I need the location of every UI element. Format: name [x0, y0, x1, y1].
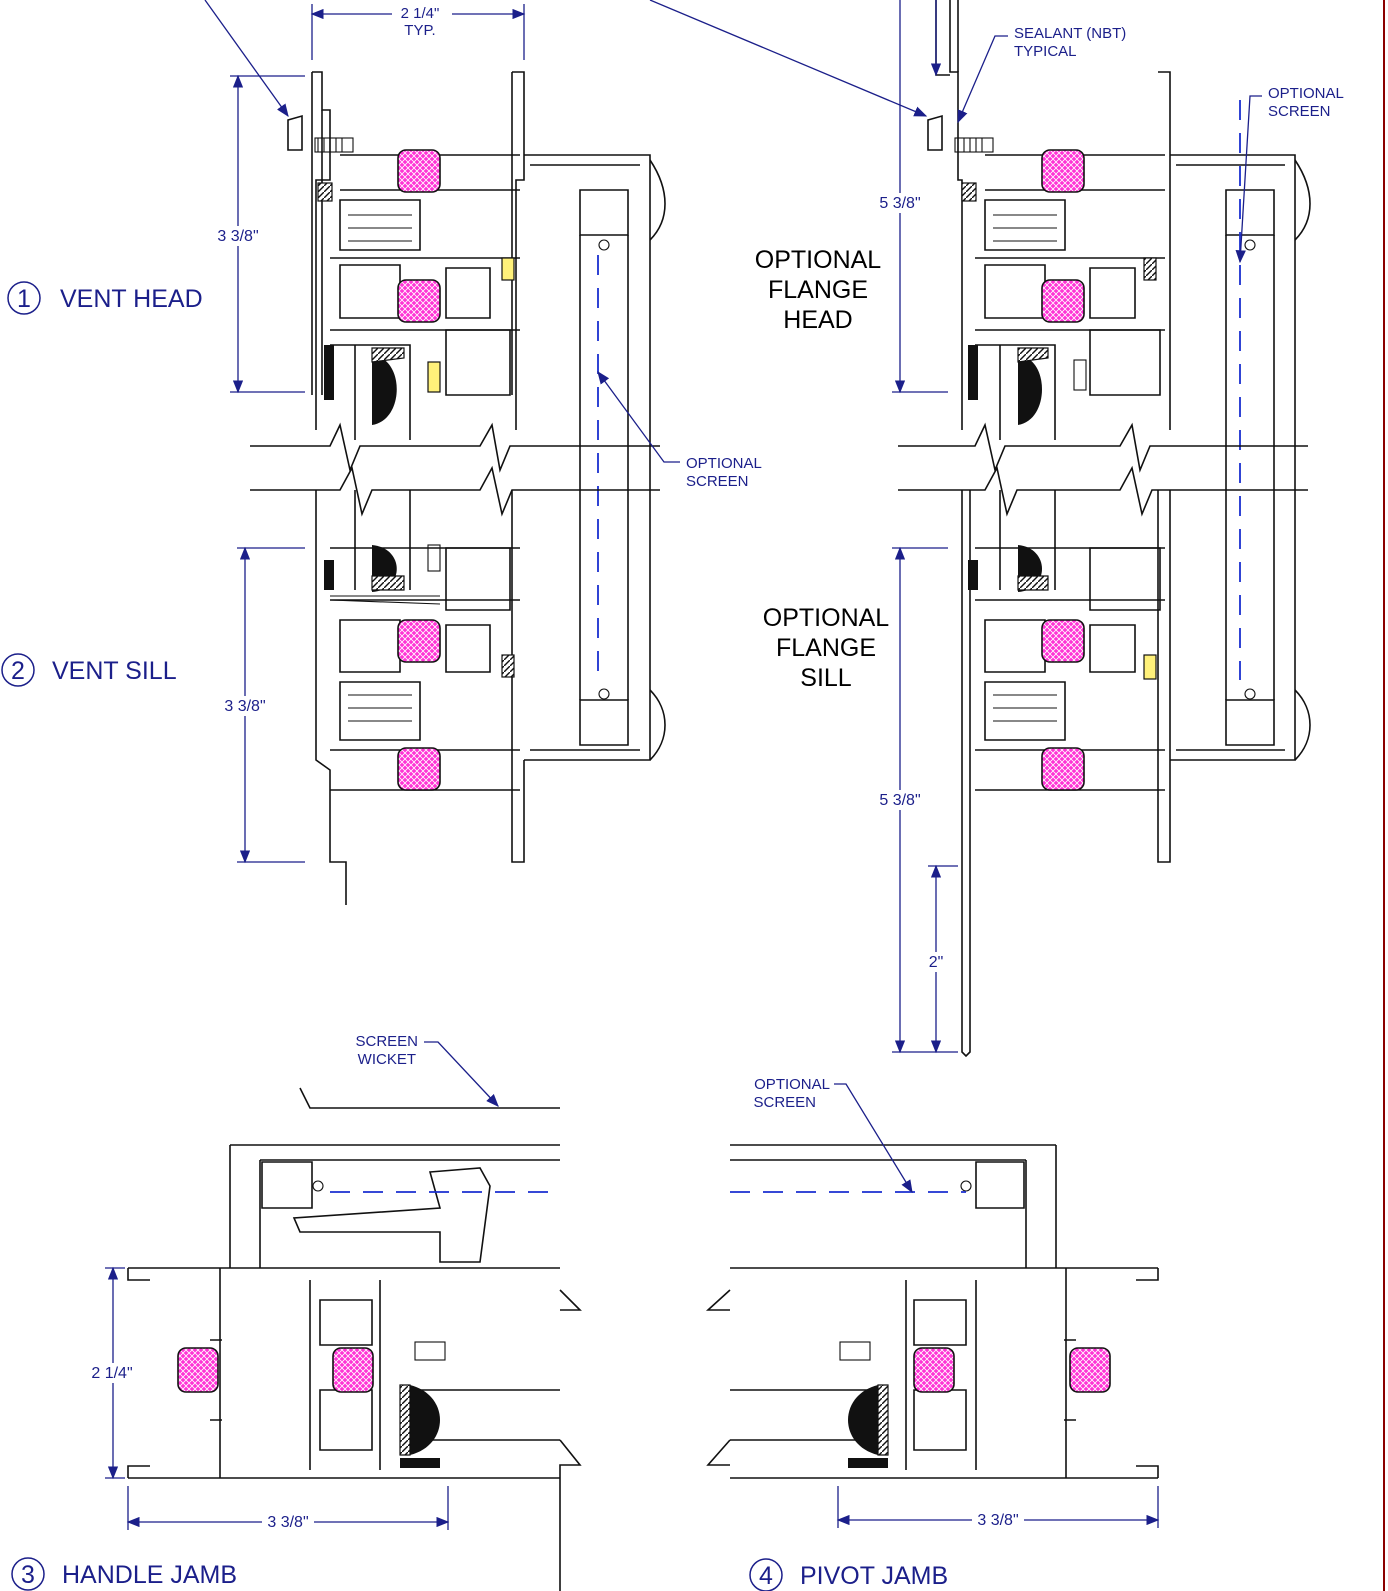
note-optional-screen-vent: OPTIONAL SCREEN — [686, 455, 762, 490]
sealant-line-1: SEALANT (NBT) — [1014, 25, 1126, 42]
flange-head-line-3: HEAD — [783, 306, 852, 334]
detail-number-circle — [749, 1558, 783, 1591]
detail-title: VENT HEAD — [60, 285, 203, 313]
screen-wicket-line-2: WICKET — [358, 1051, 416, 1068]
note-sealant: SEALANT (NBT) TYPICAL — [1014, 25, 1126, 60]
detail-title-vent-sill: 2 VENT SILL — [1, 653, 177, 687]
detail-number: 3 — [21, 1561, 35, 1589]
flange-head-line-2: FLANGE — [768, 276, 868, 304]
detail-title: VENT SILL — [52, 657, 177, 685]
detail-number: 1 — [17, 285, 31, 313]
handle-jamb-section — [127, 1087, 582, 1591]
optional-screen-line-2: SCREEN — [753, 1094, 816, 1111]
flange-sill-label: OPTIONAL FLANGE SILL — [763, 604, 890, 692]
detail-title-pivot-jamb: 4 PIVOT JAMB — [749, 1558, 948, 1591]
dim-vent-head: 3 3/8" — [217, 228, 258, 245]
detail-title: PIVOT JAMB — [800, 1562, 948, 1590]
detail-title-handle-jamb: 3 HANDLE JAMB — [11, 1557, 237, 1591]
optional-screen-line-2: SCREEN — [686, 473, 749, 490]
detail-number-circle — [7, 281, 41, 315]
note-optional-screen-head: OPTIONAL SCREEN — [1268, 85, 1344, 120]
note-screen-wicket: SCREEN WICKET — [355, 1033, 418, 1068]
optional-screen-line-1: OPTIONAL — [1268, 85, 1344, 102]
sealant-line-2: TYPICAL — [1014, 43, 1077, 60]
optional-screen-line-1: OPTIONAL — [754, 1076, 830, 1093]
flange-head-line-1: OPTIONAL — [755, 246, 882, 274]
pivot-jamb-section — [705, 1144, 1159, 1479]
note-optional-screen-pivot: OPTIONAL SCREEN — [753, 1076, 830, 1111]
screen-wicket-line-1: SCREEN — [355, 1033, 418, 1050]
dim-fin: 2" — [929, 954, 944, 971]
flange-sill-line-2: FLANGE — [776, 634, 876, 662]
optional-screen-line-1: OPTIONAL — [686, 455, 762, 472]
flange-sill-line-1: OPTIONAL — [763, 604, 890, 632]
optional-screen-line-2: SCREEN — [1268, 103, 1331, 120]
dim-handle-jamb-depth: 3 3/8" — [267, 1514, 308, 1531]
dimension-text: 2 1/4" TYP. 3 3/8" 3 3/8" 5 3/8" 5 3/8" … — [86, 4, 1024, 1532]
leaders — [204, 0, 1262, 1194]
dim-vent-sill: 3 3/8" — [224, 698, 265, 715]
vent-head-sill-section — [250, 71, 666, 905]
dim-pivot-jamb-depth: 3 3/8" — [977, 1512, 1018, 1529]
detail-title-vent-head: 1 VENT HEAD — [7, 281, 203, 315]
dim-flange-sill: 5 3/8" — [879, 792, 920, 809]
detail-title: HANDLE JAMB — [62, 1561, 237, 1589]
flange-head-sill-section — [898, 0, 1311, 1058]
flange-head-label: OPTIONAL FLANGE HEAD — [755, 246, 882, 334]
dim-flange-head: 5 3/8" — [879, 195, 920, 212]
detail-number-circle — [1, 653, 35, 687]
detail-number-circle — [11, 1557, 45, 1591]
dim-handle-jamb-height: 2 1/4" — [91, 1365, 132, 1382]
dim-top-line-1: 2 1/4" — [401, 5, 440, 22]
dim-top-line-2: TYP. — [404, 22, 435, 39]
flange-sill-line-3: SILL — [800, 664, 852, 692]
detail-number: 4 — [759, 1562, 773, 1590]
detail-number: 2 — [11, 657, 25, 685]
